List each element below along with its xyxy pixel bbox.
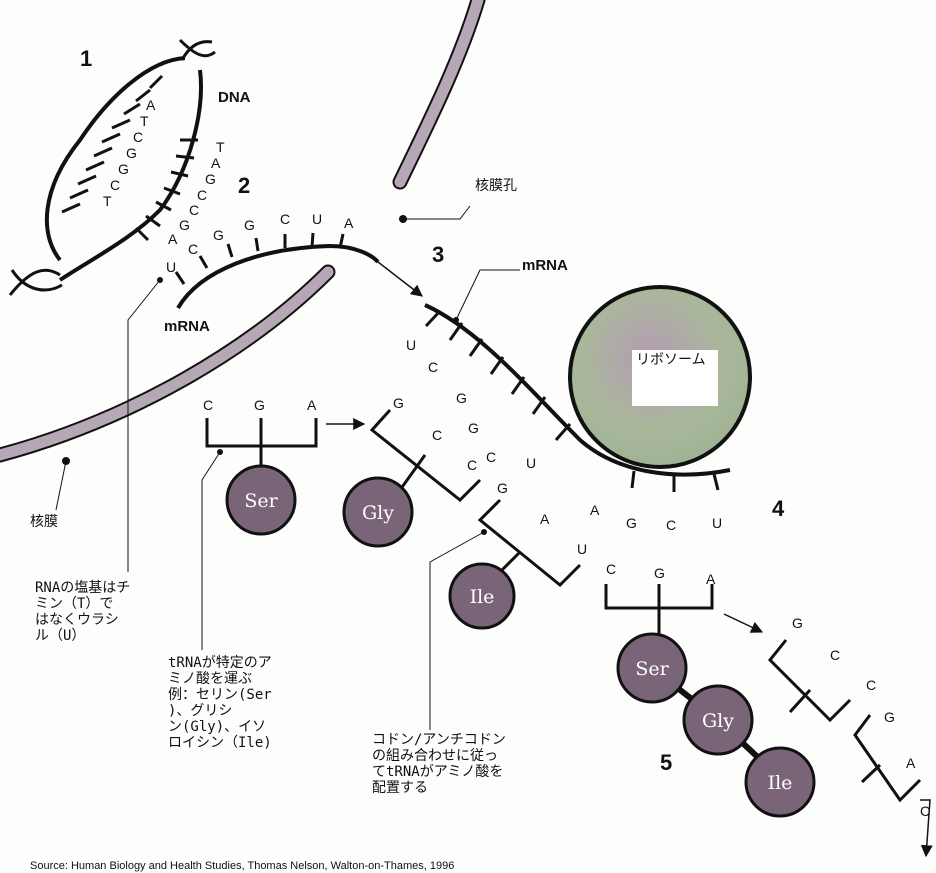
peptide-residue-label: Ile xyxy=(768,772,793,794)
nuclear-membrane xyxy=(0,0,478,510)
nuclear-pore-label: 核膜孔 xyxy=(475,178,517,194)
trna-exit-anticodon: C G A xyxy=(606,561,716,587)
exit-base: A xyxy=(906,755,916,771)
mrna-base: C xyxy=(486,449,496,465)
anticodon-base: C xyxy=(432,427,442,443)
trna-free xyxy=(202,418,364,650)
dna-base-left: G xyxy=(126,145,137,161)
dna-base-right: A xyxy=(168,231,178,247)
dna-molecule xyxy=(10,40,215,295)
peptide-residue-label: Gly xyxy=(702,710,734,732)
anticodon-base: G xyxy=(393,395,404,411)
dna-base-right: T xyxy=(216,139,225,155)
anticodon-base: A xyxy=(307,397,317,413)
dna-base-right: A xyxy=(211,155,221,171)
anticodon-base: C xyxy=(606,561,616,577)
amino-acid-gly: Gly xyxy=(344,478,412,546)
transcript-base: C xyxy=(188,241,198,257)
dna-base-left: T xyxy=(140,113,149,129)
dna-base-left: A xyxy=(146,97,156,113)
mrna-base: A xyxy=(590,502,600,518)
mrna-base: U xyxy=(526,455,536,471)
dna-base-left: C xyxy=(133,129,143,145)
transcript-base: U xyxy=(312,211,322,227)
transcript-base: G xyxy=(244,217,255,233)
amino-acid-free-ser: Ser xyxy=(227,466,295,534)
note-codon: コドン/アンチコドン の組み合わせに従っ てtRNAがアミノ酸を 配置する xyxy=(372,732,506,796)
trna-free-anticodon: C G A xyxy=(203,397,317,413)
anticodon-base: C xyxy=(467,457,477,473)
mrna-base: C xyxy=(666,517,676,533)
dna-base-left: G xyxy=(118,161,129,177)
note-trna-carry: tRNAが特定のア ミノ酸を運ぶ 例：セリン(Ser )、グリシ ン(Gly)、… xyxy=(168,655,272,751)
dna-base-left: T xyxy=(103,193,112,209)
mrna-base: U xyxy=(712,515,722,531)
transcript-base: A xyxy=(344,215,354,231)
source-citation: Source: Human Biology and Health Studies… xyxy=(30,860,454,872)
dna-label: DNA xyxy=(218,89,251,106)
nuclear-membrane-label: 核膜 xyxy=(30,514,58,530)
step-number: 1 xyxy=(80,46,92,71)
dna-base-left: C xyxy=(110,177,120,193)
anticodon-base: G xyxy=(254,397,265,413)
transcript-base: G xyxy=(213,227,224,243)
amino-acid-label: Gly xyxy=(362,502,394,524)
exit-base: C xyxy=(866,677,876,693)
dna-base-right: C xyxy=(189,202,199,218)
peptide-residue-label: Ser xyxy=(635,658,669,680)
mrna-exit-strand xyxy=(770,640,930,856)
mrna-base: C xyxy=(428,359,438,375)
ribosome-label: リボソーム xyxy=(632,350,718,406)
exit-base: C xyxy=(920,803,930,819)
step-number: 2 xyxy=(238,173,250,198)
mrna-label: mRNA xyxy=(522,257,568,274)
dna-base-right: G xyxy=(205,171,216,187)
anticodon-base: A xyxy=(706,571,716,587)
trna-gly-anticodon: G C C xyxy=(393,395,477,473)
step-number: 4 xyxy=(772,496,785,521)
mrna-label: mRNA xyxy=(164,318,210,335)
transcript-base: U xyxy=(166,259,176,275)
anticodon-base: G xyxy=(497,480,508,496)
transcript-base: C xyxy=(280,211,290,227)
amino-acid-label: Ile xyxy=(470,586,495,608)
exit-base: G xyxy=(792,615,803,631)
mrna-base: G xyxy=(468,420,479,436)
peptide-chain: Ser Gly Ile xyxy=(618,634,814,816)
mrna-base: G xyxy=(626,515,637,531)
trna-exit xyxy=(606,584,762,640)
dna-base-right: G xyxy=(179,217,190,233)
step-number: 5 xyxy=(660,750,672,775)
mrna-base: G xyxy=(456,390,467,406)
exit-base: C xyxy=(830,647,840,663)
amino-acid-label: Ser xyxy=(244,490,278,512)
amino-acid-ile: Ile xyxy=(450,564,514,628)
step-number: 3 xyxy=(432,242,444,267)
dna-base-right: C xyxy=(197,187,207,203)
anticodon-base: U xyxy=(577,541,587,557)
exit-base: G xyxy=(884,709,895,725)
anticodon-base: A xyxy=(540,511,550,527)
anticodon-base: G xyxy=(654,565,665,581)
mrna-base: U xyxy=(406,337,416,353)
note-rna-base: RNAの塩基はチ ミン（T）で はなくウラシ ル（U） xyxy=(35,580,130,644)
anticodon-base: C xyxy=(203,397,213,413)
dna-template-bases: A T C G G C T T A G C C G A xyxy=(103,97,225,247)
